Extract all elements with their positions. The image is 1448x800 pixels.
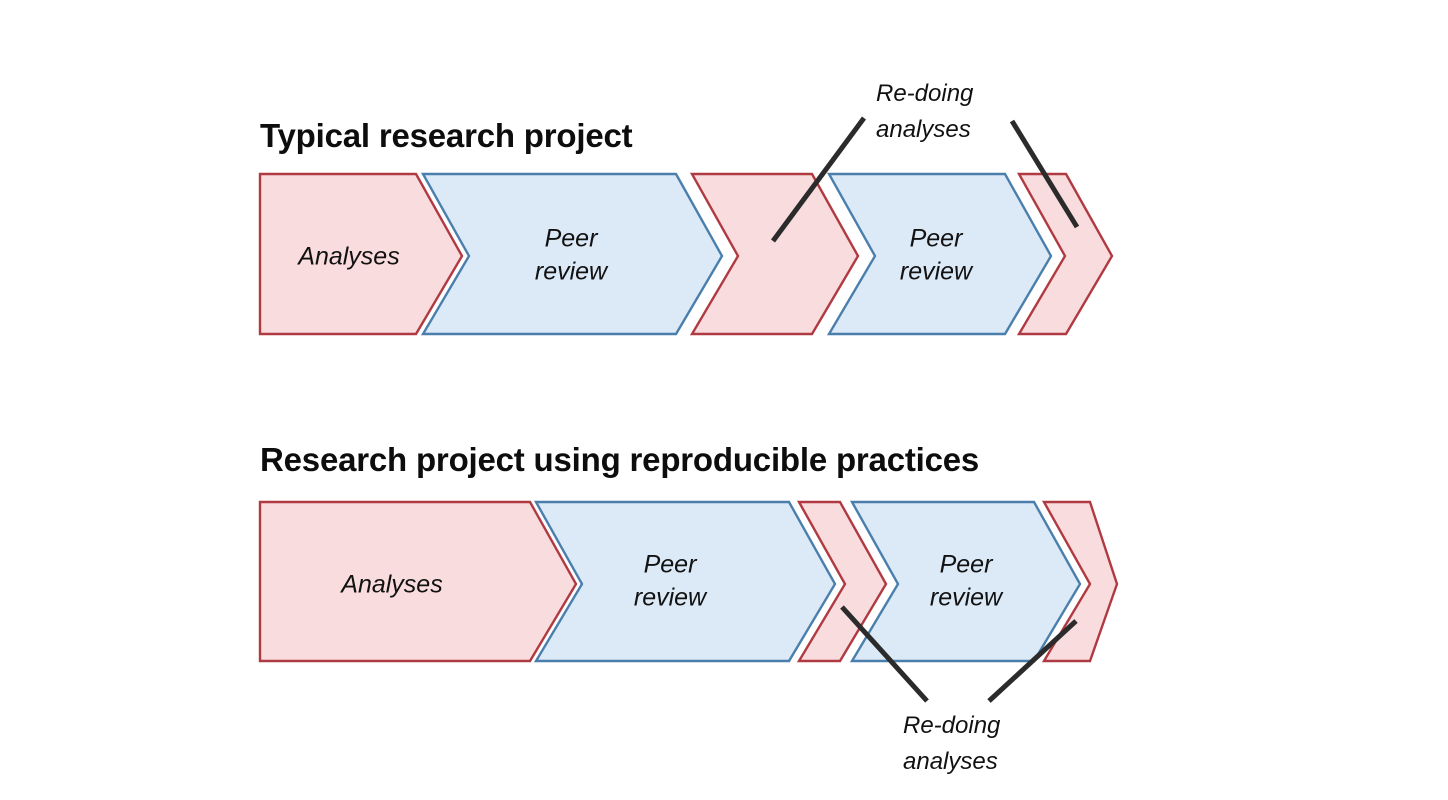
stage-label-peer-review-1-row2-line1: Peer <box>644 551 698 579</box>
flow-row-reproducible-research-project: Analyses Peer review Peer review <box>258 500 1119 703</box>
stage-label-analyses-row2: Analyses <box>339 571 442 599</box>
annotation-redoing-analyses-row2: Re-doing analyses <box>903 708 1000 780</box>
stage-chevron-peer-review-2-row2[interactable] <box>849 500 1082 663</box>
stage-label-peer-review-1-row2-line2: review <box>634 584 708 612</box>
flow-row-typical-research-project: Analyses Peer review Peer review <box>258 116 1114 336</box>
annotation-redoing-analyses-row1: Re-doing analyses <box>876 76 973 148</box>
stage-chevron-analyses-row1[interactable] <box>258 172 464 336</box>
stage-label-peer-review-2-row2-line2: review <box>930 584 1004 612</box>
stage-label-peer-review-1-row1-line2: review <box>535 258 609 286</box>
annotation-row2-line-1: Re-doing <box>903 712 1001 739</box>
leader-line-row1-right <box>1009 119 1080 229</box>
annotation-row1-line-1: Re-doing <box>876 80 974 107</box>
stage-chevron-analyses-row2[interactable] <box>258 500 578 663</box>
leader-line-row2-left <box>840 605 929 703</box>
stage-label-peer-review-2-row1-line2: review <box>900 258 974 286</box>
stage-chevron-peer-review-1-row1[interactable] <box>420 172 724 336</box>
stage-chevron-peer-review-2-row1[interactable] <box>826 172 1053 336</box>
stage-chevron-redo-analyses-1-row2[interactable] <box>796 500 888 663</box>
stage-label-peer-review-2-row1-line1: Peer <box>910 225 964 253</box>
stage-chevron-redo-analyses-1-row1[interactable] <box>689 172 860 336</box>
annotation-row1-line-2: analyses <box>876 116 971 143</box>
stage-label-peer-review-1-row1-line1: Peer <box>545 225 599 253</box>
annotation-row2-line-2: analyses <box>903 748 998 775</box>
stage-chevron-redo-analyses-2-row1[interactable] <box>1016 172 1114 336</box>
page-title-typical-research-project: Typical research project <box>260 117 633 154</box>
page-title-reproducible-research-project: Research project using reproducible prac… <box>260 441 980 478</box>
stage-chevron-peer-review-1-row2[interactable] <box>533 500 837 663</box>
leader-line-row1-left <box>770 116 867 243</box>
stage-chevron-redo-analyses-2-row2[interactable] <box>1041 500 1119 663</box>
leader-line-row2-right <box>987 619 1078 703</box>
stage-label-peer-review-2-row2-line1: Peer <box>940 551 994 579</box>
stage-label-analyses-row1: Analyses <box>296 243 399 271</box>
